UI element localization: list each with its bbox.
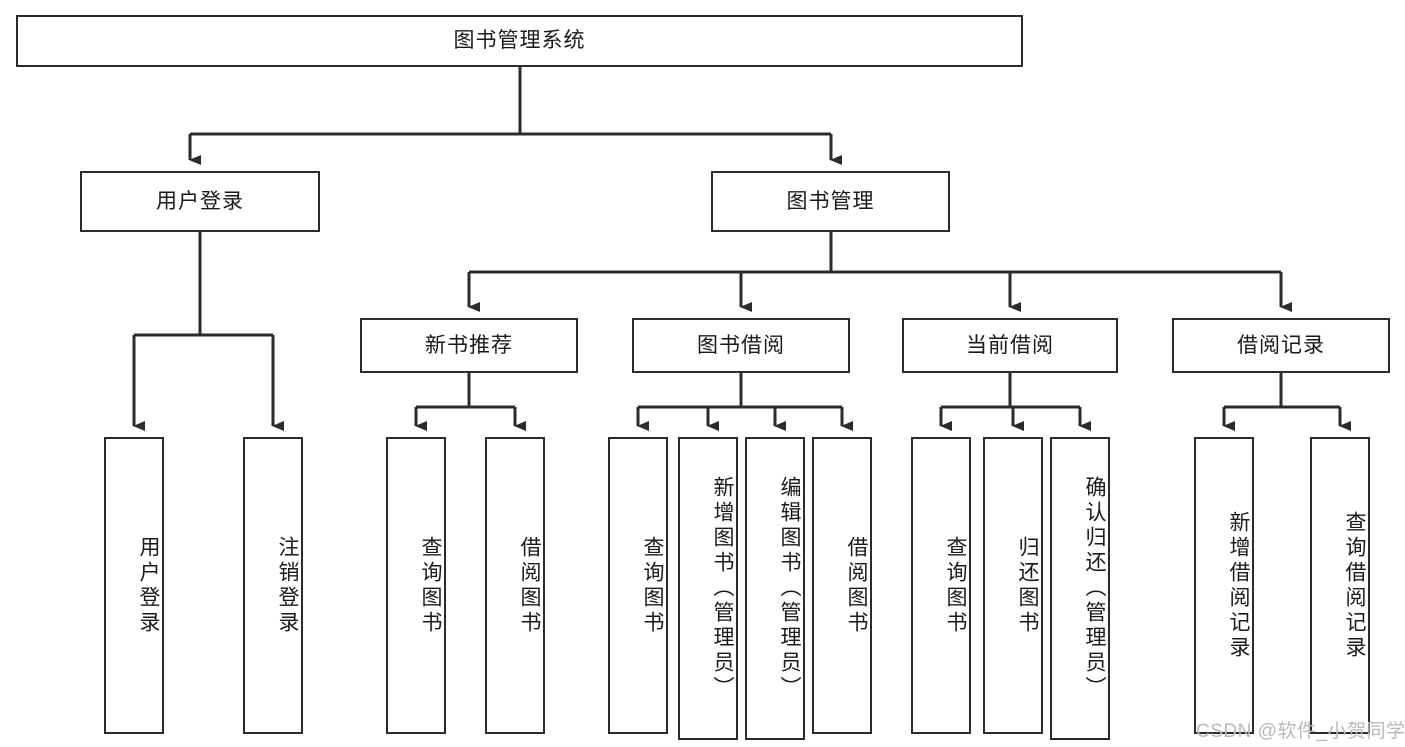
- node-book-borrow-label: 图书借阅: [697, 333, 785, 357]
- node-leaf-query-book-1[interactable]: 查询图书: [386, 437, 446, 734]
- node-book-manage-label: 图书管理: [786, 189, 875, 213]
- node-leaf-query-book-2-label: 查询图书: [641, 535, 664, 636]
- node-leaf-add-book-admin[interactable]: 新增图书（管理员）: [678, 437, 738, 740]
- node-leaf-query-borrow-record-label: 查询借阅记录: [1343, 510, 1366, 661]
- node-current-borrow[interactable]: 当前借阅: [902, 318, 1118, 373]
- node-leaf-query-borrow-record[interactable]: 查询借阅记录: [1310, 437, 1370, 734]
- node-user-login-label: 用户登录: [156, 189, 244, 213]
- node-leaf-add-borrow-record-label: 新增借阅记录: [1227, 510, 1250, 661]
- node-leaf-user-login-label: 用户登录: [137, 535, 160, 636]
- node-leaf-return-book[interactable]: 归还图书: [983, 437, 1043, 734]
- node-leaf-return-book-label: 归还图书: [1016, 535, 1039, 636]
- node-leaf-user-logout-label: 注销登录: [276, 535, 299, 636]
- node-leaf-edit-book-admin[interactable]: 编辑图书（管理员）: [745, 437, 805, 740]
- node-leaf-user-login[interactable]: 用户登录: [104, 437, 164, 734]
- node-book-borrow[interactable]: 图书借阅: [632, 318, 850, 373]
- node-user-login[interactable]: 用户登录: [80, 171, 320, 232]
- node-root-label: 图书管理系统: [453, 29, 586, 53]
- node-new-book-recommend-label: 新书推荐: [425, 333, 513, 357]
- node-root[interactable]: 图书管理系统: [16, 15, 1023, 67]
- node-new-book-recommend[interactable]: 新书推荐: [360, 318, 578, 373]
- node-leaf-borrow-book-2-label: 借阅图书: [845, 535, 868, 636]
- node-leaf-add-borrow-record[interactable]: 新增借阅记录: [1194, 437, 1254, 734]
- csdn-watermark: CSDN @软件_小贺同学: [1196, 716, 1405, 743]
- node-leaf-borrow-book-2[interactable]: 借阅图书: [812, 437, 872, 734]
- node-leaf-add-book-admin-label: 新增图书（管理员）: [711, 476, 734, 701]
- node-current-borrow-label: 当前借阅: [966, 333, 1054, 357]
- csdn-watermark-text: CSDN @软件_小贺同学: [1196, 721, 1405, 742]
- node-leaf-edit-book-admin-label: 编辑图书（管理员）: [778, 476, 801, 701]
- node-leaf-query-book-1-label: 查询图书: [419, 535, 442, 636]
- node-book-manage[interactable]: 图书管理: [711, 171, 950, 232]
- node-leaf-borrow-book-1-label: 借阅图书: [518, 535, 541, 636]
- node-leaf-borrow-book-1[interactable]: 借阅图书: [485, 437, 545, 734]
- node-leaf-query-book-3[interactable]: 查询图书: [911, 437, 971, 734]
- node-leaf-confirm-return-admin-label: 确认归还（管理员）: [1083, 476, 1106, 701]
- node-leaf-query-book-3-label: 查询图书: [944, 535, 967, 636]
- node-leaf-user-logout[interactable]: 注销登录: [243, 437, 303, 734]
- node-leaf-confirm-return-admin[interactable]: 确认归还（管理员）: [1050, 437, 1110, 740]
- node-borrow-record[interactable]: 借阅记录: [1172, 318, 1390, 373]
- node-borrow-record-label: 借阅记录: [1237, 333, 1325, 357]
- node-leaf-query-book-2[interactable]: 查询图书: [608, 437, 668, 734]
